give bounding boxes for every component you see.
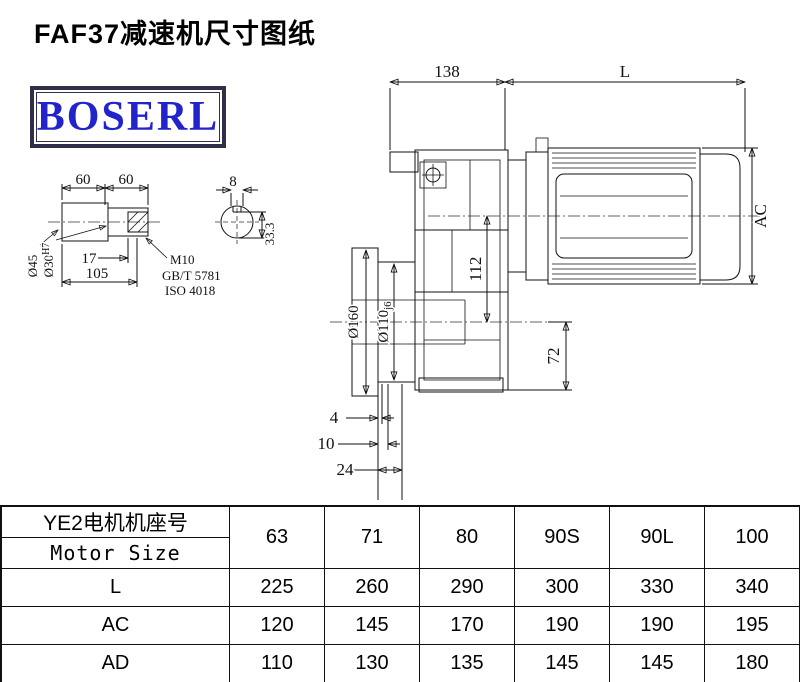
note-standard-gbt: GB/T 5781 — [162, 268, 221, 283]
table-cell: 170 — [420, 607, 515, 645]
dimension-drawing: 138 L Ø16 — [24, 61, 772, 500]
gearbox-housing — [389, 149, 762, 393]
dim-AC-group: AC — [702, 147, 772, 285]
row-label-AC: AC — [2, 607, 230, 645]
shaft-section-detail: 8 33.3 — [215, 173, 279, 247]
brand-logo-text: BOSERL — [36, 94, 220, 140]
bottom-dimensions: 4 10 24 — [316, 384, 403, 500]
page-title: FAF37减速机尺寸图纸 — [34, 19, 317, 49]
motor-size-label-en: Motor Size — [50, 541, 181, 565]
output-flange: Ø160 Ø110j6 — [330, 247, 548, 397]
table-cell: 190 — [610, 607, 705, 645]
motor-size-value: 80 — [420, 507, 515, 569]
table-cell: 195 — [705, 607, 800, 645]
dim-333: 33.3 — [262, 223, 277, 246]
table-cell: 110 — [230, 645, 325, 682]
brand-logo: BOSERL — [30, 86, 226, 148]
dim-bore-main: Ø30 — [41, 255, 56, 277]
motor-size-value: 90S — [515, 507, 610, 569]
dim-10: 10 — [318, 434, 335, 453]
dim-60a: 60 — [76, 172, 91, 188]
table-cell: 225 — [230, 569, 325, 607]
dim-spigot: Ø110j6 — [376, 301, 394, 343]
table-cell: 130 — [325, 645, 420, 682]
note-standard-iso: ISO 4018 — [165, 283, 215, 298]
table-cell: 330 — [610, 569, 705, 607]
dim-bore: Ø30H7 — [41, 243, 56, 278]
dim-24: 24 — [337, 460, 355, 479]
top-dimensions: 138 L — [389, 61, 746, 152]
motor-size-value: 100 — [705, 507, 800, 569]
motor-size-value: 71 — [325, 507, 420, 569]
table-cell: 135 — [420, 645, 515, 682]
table-header-motor-size: YE2电机机座号 Motor Size — [2, 507, 230, 569]
dim-138: 138 — [434, 62, 460, 81]
center-distance-dims: 112 72 — [465, 216, 572, 391]
dim-L: L — [620, 62, 630, 81]
motor — [507, 137, 741, 285]
note-thread: M10 — [170, 252, 195, 267]
table-cell: 120 — [230, 607, 325, 645]
row-label-L: L — [2, 569, 230, 607]
table-cell: 300 — [515, 569, 610, 607]
motor-size-label-cn: YE2电机机座号 — [2, 507, 229, 538]
dim-AC: AC — [751, 204, 770, 228]
table-cell: 145 — [325, 607, 420, 645]
dim-spigot-main: Ø110 — [376, 310, 392, 343]
dim-4: 4 — [330, 408, 339, 427]
dim-17: 17 — [82, 251, 98, 267]
motor-size-value: 63 — [230, 507, 325, 569]
dim-spigot-tol: j6 — [382, 301, 394, 311]
table-cell: 290 — [420, 569, 515, 607]
table-cell: 145 — [515, 645, 610, 682]
table-cell: 180 — [705, 645, 800, 682]
dim-112: 112 — [466, 257, 485, 282]
dim-8: 8 — [229, 174, 237, 190]
table-cell: 340 — [705, 569, 800, 607]
motor-size-value: 90L — [610, 507, 705, 569]
dim-flange-od: Ø160 — [346, 305, 362, 338]
dim-bore-tol: H7 — [41, 243, 52, 255]
dim-72: 72 — [544, 348, 563, 365]
shaft-detail: 60 60 17 105 Ø45 Ø30H7 M10 GB/T 5781 ISO… — [24, 171, 223, 300]
table-cell: 145 — [610, 645, 705, 682]
dim-shaft-od: Ø45 — [25, 255, 40, 277]
dimension-table: YE2电机机座号 Motor Size 63 71 80 90S 90L 100… — [0, 505, 800, 682]
dim-105: 105 — [86, 266, 109, 282]
row-label-AD: AD — [2, 645, 230, 682]
dim-60b: 60 — [119, 172, 134, 188]
table-cell: 260 — [325, 569, 420, 607]
table-cell: 190 — [515, 607, 610, 645]
